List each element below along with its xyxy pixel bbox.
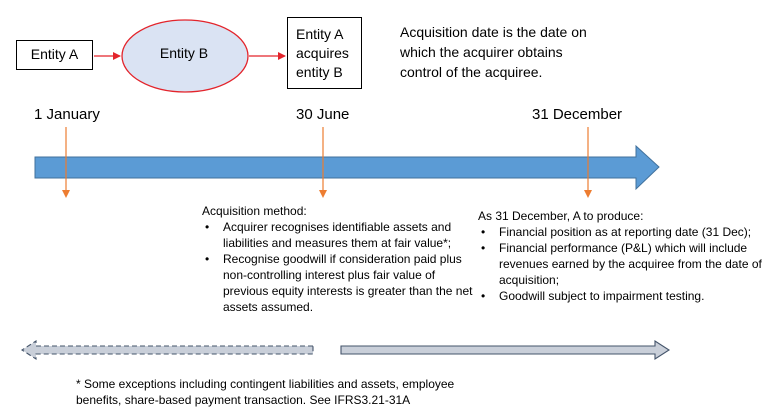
- date-label-1-january: 1 January: [34, 106, 100, 123]
- acquisition-box: Entity A acquires entity B: [287, 17, 362, 89]
- definition-line: Acquisition date is the date on: [400, 24, 587, 40]
- marker-1-january-head: [62, 190, 70, 198]
- date-label-30-june: 30 June: [296, 106, 350, 123]
- entity-b-label: Entity B: [159, 45, 209, 61]
- acquisition-line: entity B: [296, 64, 343, 80]
- entity-b-ellipse: [121, 19, 249, 93]
- pre-acquisition-period-arrow: [20, 339, 314, 361]
- year-end-heading: As 31 December, A to produce:: [478, 209, 644, 223]
- acquisition-method-bullet: Acquirer recognises identifiable assets …: [202, 219, 482, 251]
- year-end-reporting-note: As 31 December, A to produce: Financial …: [478, 208, 773, 304]
- acquisition-method-heading: Acquisition method:: [202, 204, 307, 218]
- definition-line: control of the acquiree.: [400, 64, 543, 80]
- marker-30-june-head: [319, 190, 327, 198]
- date-label-31-december: 31 December: [532, 106, 623, 123]
- year-end-bullet: Goodwill subject to impairment testing.: [478, 288, 773, 304]
- year-end-bullet: Financial position as at reporting date …: [478, 224, 773, 240]
- year-end-list: Financial position as at reporting date …: [478, 224, 773, 304]
- year-end-bullet: Financial performance (P&L) which will i…: [478, 240, 773, 288]
- acquisition-method-list: Acquirer recognises identifiable assets …: [202, 219, 482, 315]
- footnote: * Some exceptions including contingent l…: [76, 377, 455, 407]
- acquisition-line: acquires: [296, 45, 349, 61]
- acquisition-method-note: Acquisition method: Acquirer recognises …: [202, 203, 482, 315]
- definition-line: which the acquirer obtains: [400, 44, 563, 60]
- marker-31-december-head: [584, 190, 592, 198]
- acquisition-method-bullet: Recognise goodwill if consideration paid…: [202, 251, 482, 315]
- timeline-arrow: [34, 144, 660, 191]
- acquisition-line: Entity A: [296, 26, 344, 42]
- post-acquisition-period-arrow: [340, 339, 671, 361]
- acquisition-date-definition: Acquisition date is the date on which th…: [400, 22, 587, 82]
- entity-a-box: Entity A: [16, 40, 93, 70]
